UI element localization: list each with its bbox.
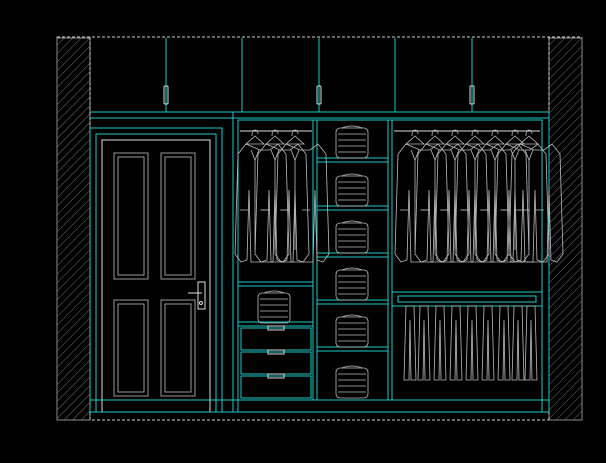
- left-hanging-garments: [234, 129, 330, 263]
- trouser-8: [511, 305, 525, 381]
- folded-stack-7: [257, 290, 291, 324]
- trouser-9: [524, 305, 538, 381]
- door-handle-icon: [188, 281, 206, 310]
- upper-cabinet: [90, 38, 549, 119]
- right-garment-7: [508, 129, 564, 263]
- hanging-trousers: [403, 305, 538, 381]
- trouser-3: [433, 305, 447, 381]
- entry-door: [89, 127, 223, 413]
- folded-clothes-stacks: [257, 125, 369, 399]
- trouser-5: [465, 305, 479, 381]
- left-wall-hatch: [56, 37, 91, 421]
- right-hanging-garments: [394, 129, 564, 263]
- trouser-2: [417, 305, 431, 381]
- right-garment-6: [494, 129, 550, 263]
- trouser-1: [403, 305, 417, 381]
- upper-cabinet-handles: [163, 85, 475, 105]
- drawers: [240, 325, 312, 399]
- wardrobe-carcass: [90, 111, 550, 413]
- left-garment-3: [274, 129, 330, 263]
- right-wall-hatch: [548, 37, 583, 421]
- trouser-4: [449, 305, 463, 381]
- folded-stack-4: [335, 267, 369, 301]
- folded-stack-6: [335, 365, 369, 399]
- folded-stack-2: [335, 173, 369, 207]
- folded-stack-3: [335, 220, 369, 254]
- folded-stack-1: [335, 125, 369, 159]
- folded-stack-5: [335, 314, 369, 348]
- trouser-6: [481, 305, 495, 381]
- trouser-7: [497, 305, 511, 381]
